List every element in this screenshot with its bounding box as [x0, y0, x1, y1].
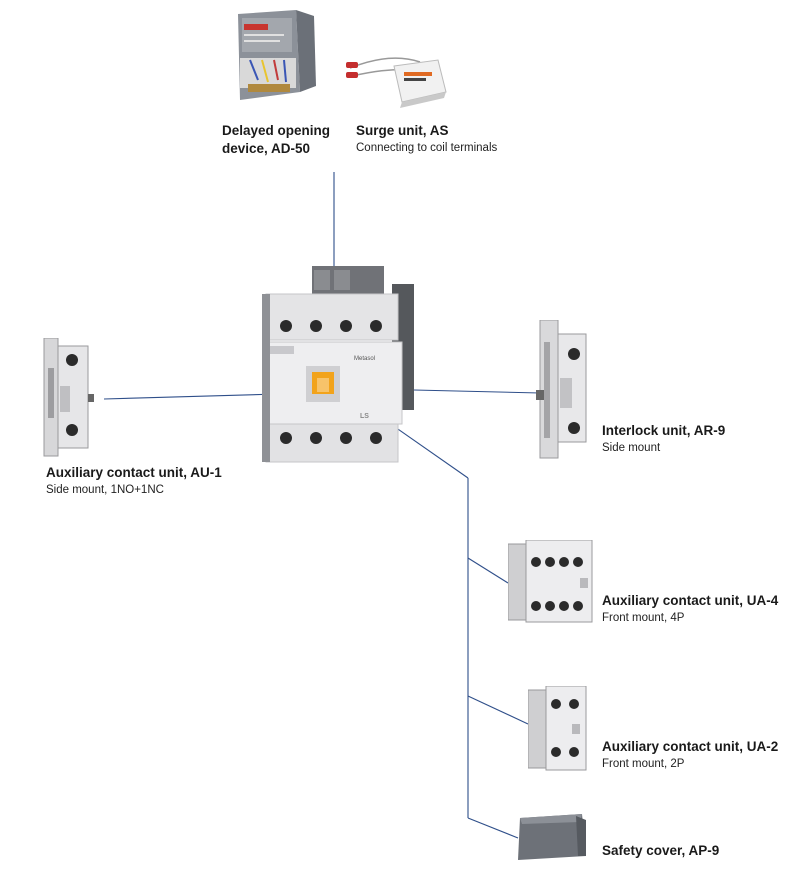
- connector-ua4: [467, 557, 509, 584]
- caption-au1-subtitle: Side mount, 1NO+1NC: [46, 484, 164, 496]
- caption-ap9: Safety cover, AP-9: [602, 842, 719, 860]
- caption-ar9-subtitle: Side mount: [602, 442, 661, 454]
- caption-ad50-title-line1: Delayed opening: [222, 123, 331, 138]
- safety-cover-image: [518, 814, 586, 860]
- contactor-image: Metasol LS: [262, 266, 414, 463]
- caption-ua4-subtitle: Front mount, 4P: [602, 612, 685, 624]
- contactor-brand-label: Metasol: [354, 356, 375, 362]
- connector-ap9: [467, 817, 519, 839]
- caption-ua2-title: Auxiliary contact unit, UA-2: [602, 739, 779, 754]
- delayed-opening-device-image: [238, 10, 316, 100]
- connector-ar9: [413, 389, 541, 394]
- caption-ap9-title: Safety cover, AP-9: [602, 843, 720, 858]
- auxiliary-contact-ua2-image: [528, 686, 587, 771]
- caption-ua2-subtitle: Front mount, 2P: [602, 758, 685, 770]
- interlock-unit-image: [536, 320, 587, 459]
- caption-ar9-title: Interlock unit, AR-9: [602, 423, 726, 438]
- caption-ua2: Auxiliary contact unit, UA-2 Front mount…: [602, 738, 778, 772]
- auxiliary-contact-ua4-image: [508, 540, 593, 623]
- caption-as-title: Surge unit, AS: [356, 123, 449, 138]
- caption-au1-title: Auxiliary contact unit, AU-1: [46, 465, 222, 480]
- auxiliary-contact-au1-image: [43, 338, 94, 457]
- caption-ad50: Delayed opening device, AD-50: [222, 122, 330, 158]
- surge-unit-image: [346, 57, 447, 108]
- connector-au1: [103, 393, 279, 400]
- connector-ua2: [467, 695, 529, 725]
- caption-as-subtitle: Connecting to coil terminals: [356, 142, 498, 154]
- caption-ar9: Interlock unit, AR-9 Side mount: [602, 422, 725, 456]
- contactor-logo: LS: [360, 413, 369, 420]
- caption-ua4: Auxiliary contact unit, UA-4 Front mount…: [602, 592, 778, 626]
- caption-ad50-title-line2: device, AD-50: [222, 141, 311, 156]
- caption-ua4-title: Auxiliary contact unit, UA-4: [602, 593, 779, 608]
- caption-au1: Auxiliary contact unit, AU-1 Side mount,…: [46, 464, 222, 498]
- caption-as: Surge unit, AS Connecting to coil termin…: [356, 122, 497, 156]
